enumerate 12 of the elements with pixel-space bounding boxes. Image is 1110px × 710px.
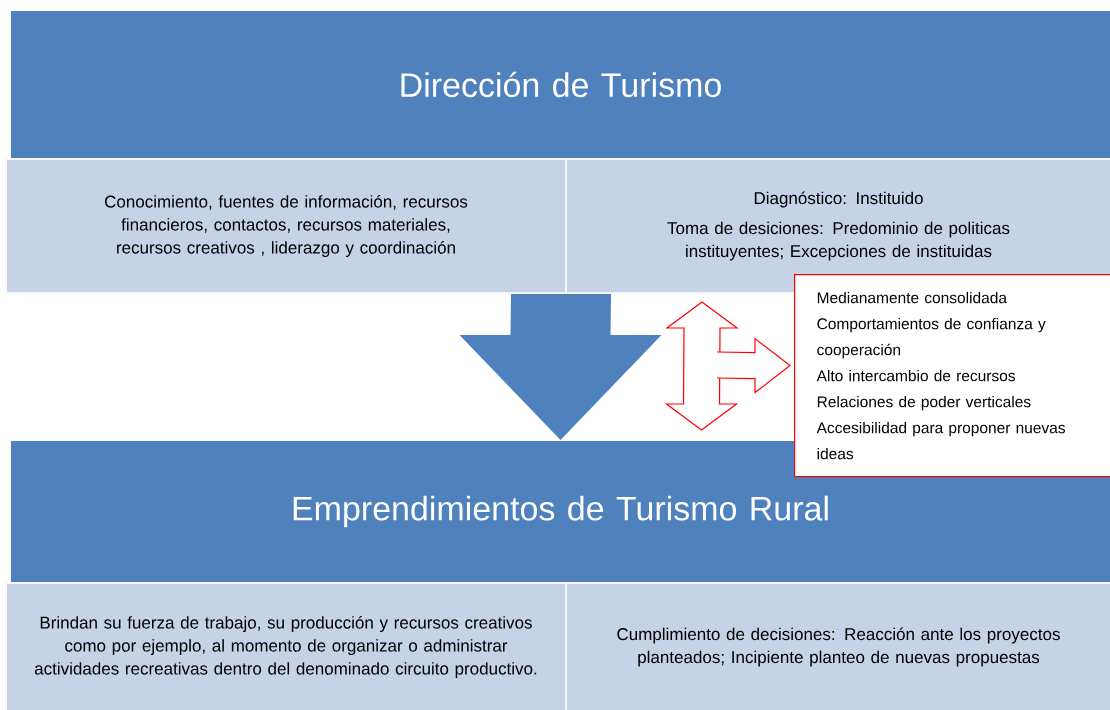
node-label: Cumplimiento de decisiones: Reacción ante los proyectos planteados; Incipiente planteo de nuevas propuestas xyxy=(617,627,1060,667)
block-arrow xyxy=(716,337,791,394)
text-cell: Cumplimiento de decisiones: Reacción ante los proyectos planteados; Incipiente planteo de nuevas propuestas xyxy=(565,582,1110,710)
text-cell: Conocimiento, fuentes de información, recursos financieros, contactos, recursos materiales, recursos creativos , liderazgo y coordinación xyxy=(5,158,567,294)
text-cell: Brindan su fuerza de trabajo, su producción y recursos creativos como por ejemplo, al momento de organizar o administrar actividades recreativas dentro del denominado circuito productivo. xyxy=(5,582,567,710)
title-band: Dirección de Turismo xyxy=(10,10,1110,159)
note-box: Medianamente consolidada Comportamientos de confianza y cooperación Alto intercambio de recursos Relaciones de poder verticales Accesibilidad para proponer nuevas ideas xyxy=(794,274,1110,478)
block-arrow xyxy=(664,301,739,431)
node-label: Brindan su fuerza de trabajo, su producción y recursos creativos como por ejemplo, al momento de organizar o administrar actividades recreativas dentro del denominado circuito productivo. xyxy=(34,615,537,679)
node-label: Toma de desiciones: Predominio de politicas instituyentes; Excepciones de instituidas xyxy=(667,221,1010,261)
node-label: Diagnóstico: Instituido xyxy=(754,191,923,208)
block-arrow xyxy=(459,294,662,440)
